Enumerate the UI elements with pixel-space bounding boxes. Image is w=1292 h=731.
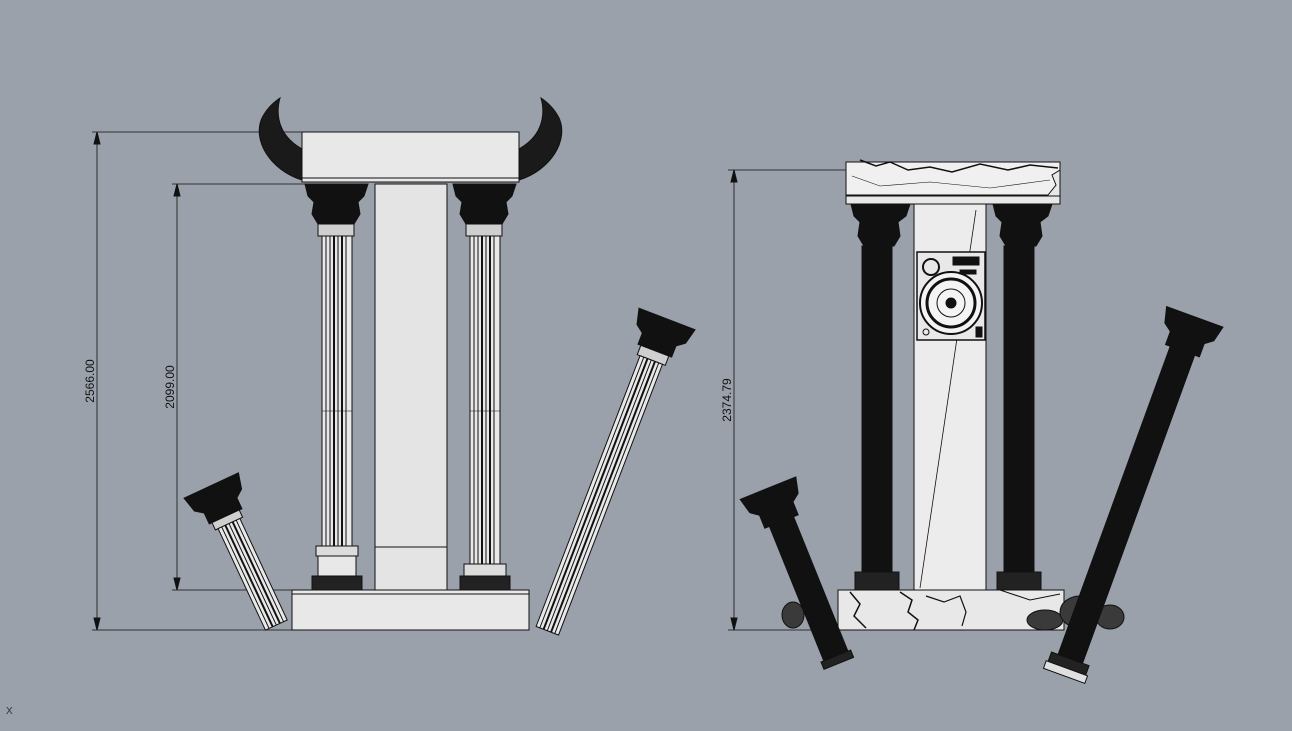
base-slab-left [291, 589, 530, 631]
fallen-column-left-small [183, 472, 288, 631]
central-panel-left [374, 183, 448, 591]
top-slab-left [301, 131, 520, 183]
dimension-label-2099: 2099.00 [163, 365, 177, 409]
column-right-b [992, 203, 1053, 591]
fallen-column-right-left [739, 476, 855, 671]
left-elevation: 2566.00 2099.00 [83, 96, 696, 636]
speaker-panel [916, 251, 986, 341]
top-slab-right [845, 159, 1061, 205]
right-horn [516, 96, 563, 181]
left-horn [258, 96, 305, 181]
column-left-b [452, 183, 517, 591]
dimension-column-height-left [172, 183, 305, 591]
dimension-label-2566: 2566.00 [83, 359, 97, 403]
column-right-a [850, 203, 911, 591]
leaning-column-right-large [1042, 305, 1224, 684]
axis-indicator-label: X [6, 706, 13, 717]
column-left-a [304, 183, 369, 591]
dimension-total-height-right [728, 169, 848, 631]
right-elevation: 2374.79 [720, 159, 1224, 684]
dimension-label-2374: 2374.79 [720, 378, 734, 422]
dimension-total-height-left [92, 131, 302, 631]
leaning-column-left-large [535, 307, 696, 636]
base-slab-right [837, 589, 1065, 631]
